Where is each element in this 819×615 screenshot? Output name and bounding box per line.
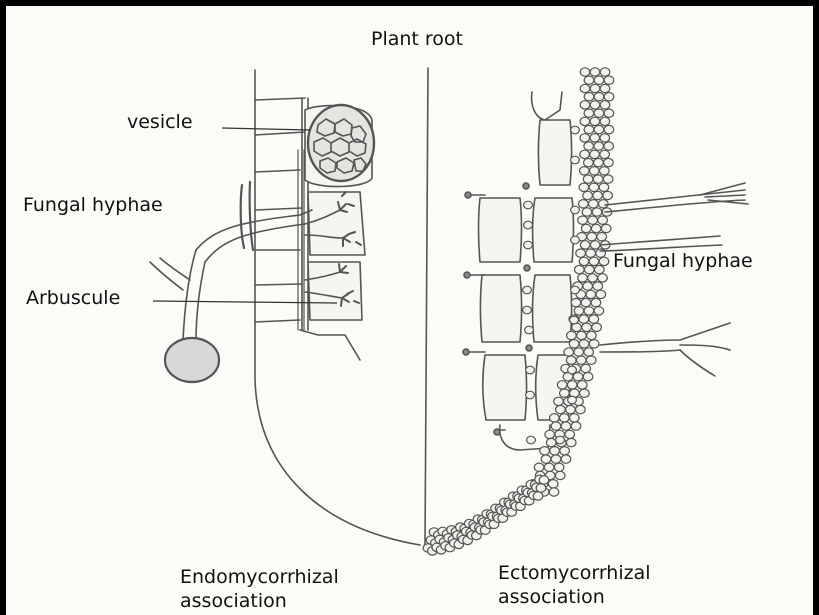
endo-caption-line2: association bbox=[180, 590, 339, 614]
root-midline bbox=[425, 68, 428, 545]
spore bbox=[165, 338, 219, 382]
endo-caption-line1: Endomycorrhizal bbox=[180, 566, 339, 590]
endomycorrhizal-caption: Endomycorrhizal association bbox=[180, 566, 339, 614]
fungal-hyphae-right-label: Fungal hyphae bbox=[613, 252, 753, 271]
cortex-cells-ecto bbox=[463, 92, 574, 450]
ecto-caption-line1: Ectomycorrhizal bbox=[498, 562, 651, 586]
vesicle bbox=[308, 105, 374, 181]
fungal-hyphae-ecto bbox=[600, 183, 748, 376]
vesicle-leader bbox=[222, 128, 310, 130]
ectomycorrhizal-caption: Ectomycorrhizal association bbox=[498, 562, 651, 610]
fungal-hyphae-left-label: Fungal hyphae bbox=[23, 196, 163, 215]
arbuscule-label: Arbuscule bbox=[26, 289, 120, 308]
diagram-title: Plant root bbox=[371, 30, 463, 49]
vesicle-label: vesicle bbox=[127, 113, 193, 132]
ecto-caption-line2: association bbox=[498, 586, 651, 610]
